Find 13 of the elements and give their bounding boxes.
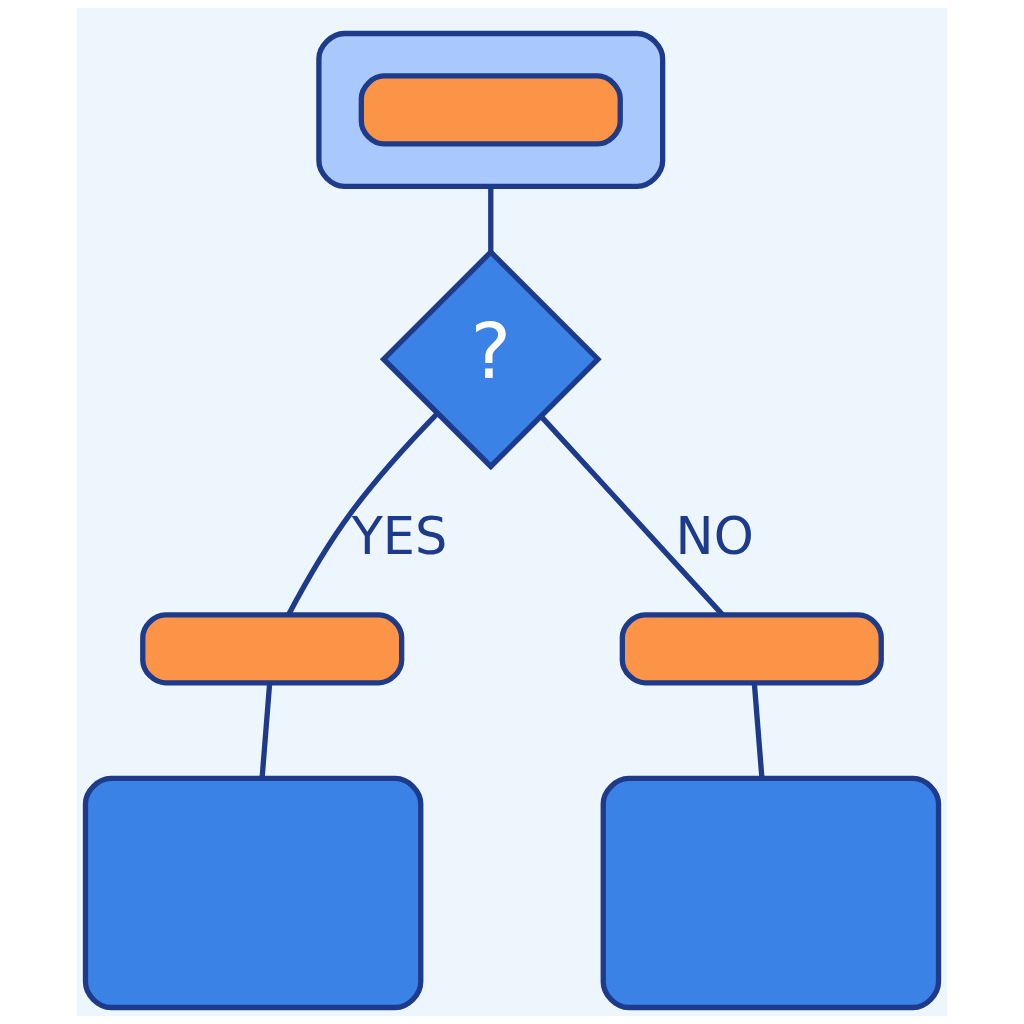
connector (751, 683, 765, 779)
node-bar (619, 612, 884, 686)
connector (286, 411, 440, 616)
node-diamond: ? (379, 248, 602, 471)
edge-label: YES (351, 506, 448, 566)
node-bar (140, 612, 405, 686)
cluster (316, 30, 666, 189)
connector (259, 683, 273, 779)
node-bar (358, 73, 623, 147)
node-box (600, 775, 942, 1011)
node-box (82, 775, 424, 1011)
connector (488, 186, 494, 252)
edge-label: NO (675, 506, 754, 566)
